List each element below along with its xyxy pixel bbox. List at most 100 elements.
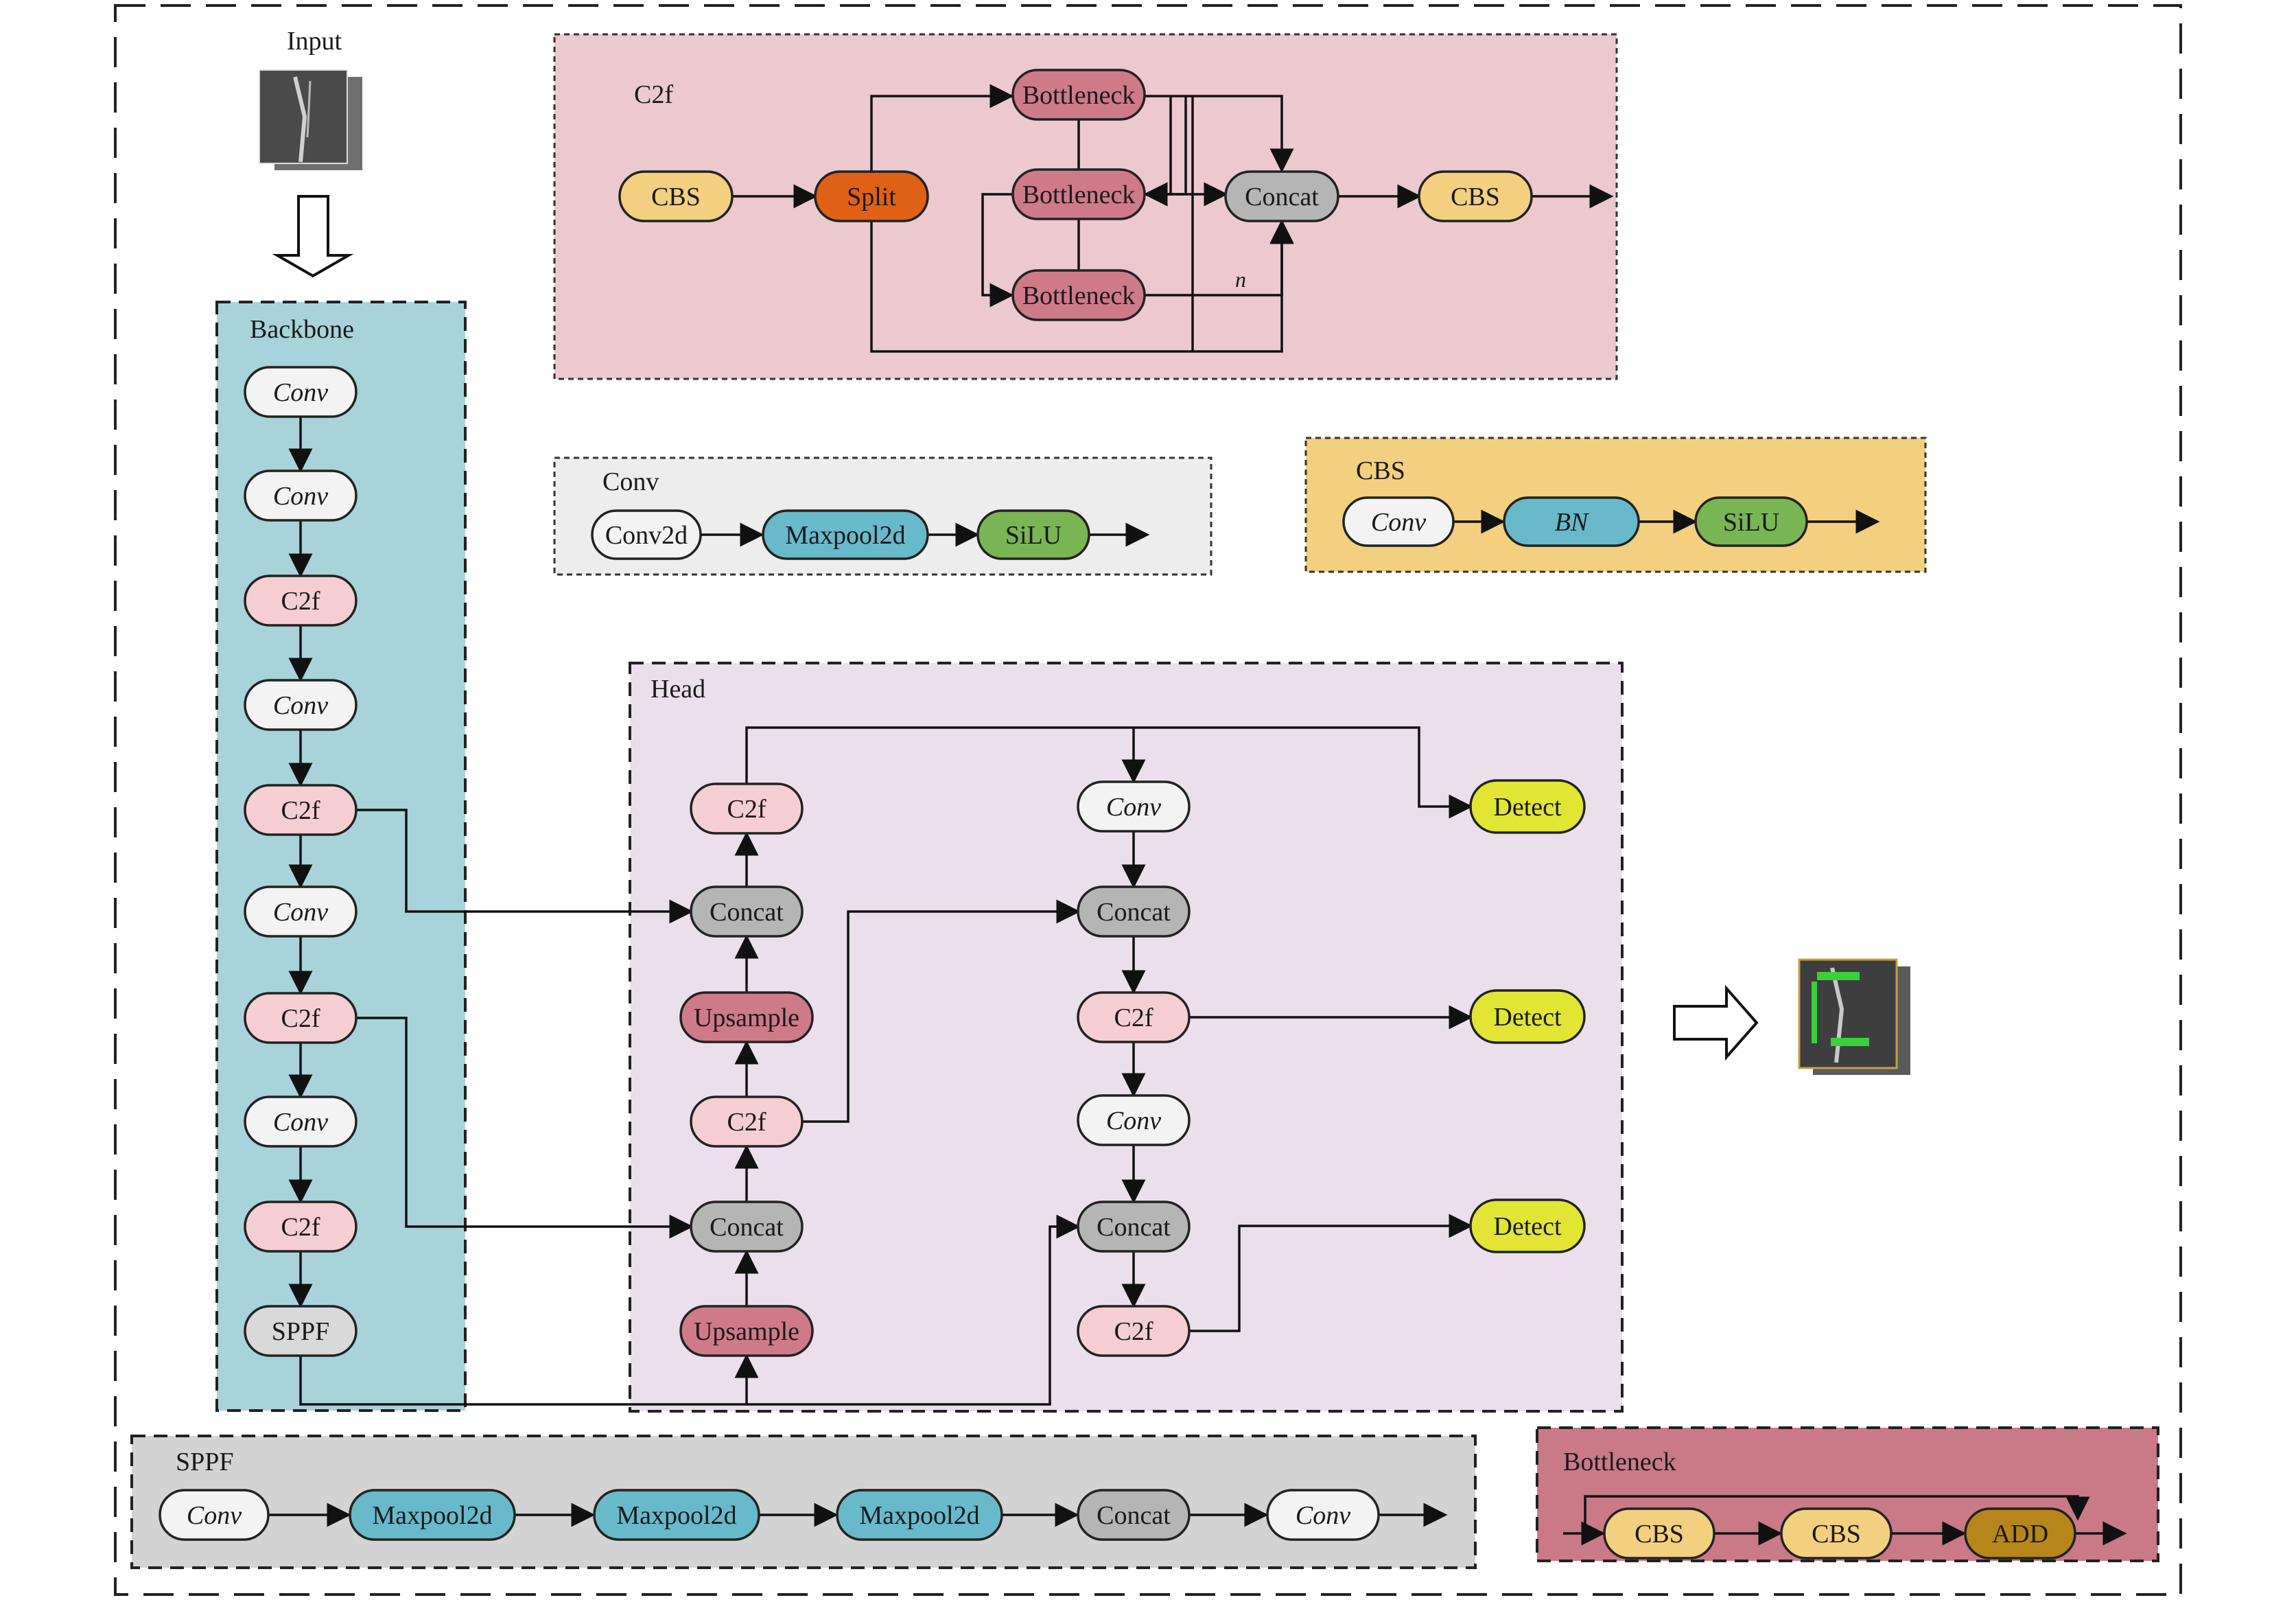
backbone-node-c2f-5: C2f <box>244 784 358 836</box>
head-right-conv-1: Conv <box>1077 780 1191 833</box>
conv-block-maxpool2d: Maxpool2d <box>762 509 929 560</box>
c2f-block-split: Split <box>814 170 929 222</box>
head-right-c2f-6: C2f <box>1077 1305 1191 1357</box>
bottleneck-block-cbs-2-label: CBS <box>1812 1520 1861 1549</box>
head-left-concat-5-label: Concat <box>710 1213 784 1242</box>
sppf-block-maxpool2d-3-label: Maxpool2d <box>616 1501 736 1530</box>
backbone-node-conv-4-label: Conv <box>273 691 328 720</box>
conv-block-conv2d: Conv2d <box>591 509 702 560</box>
head-right-c2f-3-label: C2f <box>1114 1004 1153 1032</box>
sppf-block-maxpool2d-3: Maxpool2d <box>593 1489 760 1541</box>
backbone-label: Backbone <box>250 315 354 344</box>
nodes: ConvConvC2fConvC2fConvC2fConvC2fSPPFC2fC… <box>159 69 2076 1560</box>
cbs-block-bn: BN <box>1503 496 1640 547</box>
c2f-repeat-label: n <box>1235 267 1246 292</box>
head-right-concat-5: Concat <box>1077 1201 1191 1253</box>
head-right-c2f-3: C2f <box>1077 991 1191 1043</box>
c2f-block-concat-label: Concat <box>1245 183 1319 211</box>
bottleneck-block-add-3-label: ADD <box>1992 1520 2048 1549</box>
detect-node-2: Detect <box>1469 989 1586 1044</box>
cbs-block-bn-label: BN <box>1555 508 1590 537</box>
head-left-c2f-4-label: C2f <box>727 1108 766 1137</box>
backbone-node-conv-2-label: Conv <box>273 482 328 511</box>
head-left-concat-2: Concat <box>690 885 804 938</box>
sppf-block-maxpool2d-2: Maxpool2d <box>349 1489 516 1541</box>
output-image <box>1798 958 1910 1075</box>
cbs-block-conv: Conv <box>1342 496 1455 547</box>
input-image <box>259 69 362 170</box>
c2f-block-bottleneck-3-label: Bottleneck <box>1022 281 1136 310</box>
backbone-node-conv-1-label: Conv <box>273 378 328 407</box>
sppf-to-upsample <box>299 1354 759 1406</box>
c2f-block-cbs-in: CBS <box>618 170 734 222</box>
sppf-label: SPPF <box>176 1448 234 1476</box>
backbone-node-c2f-3: C2f <box>244 575 358 627</box>
head-left-c2f-4: C2f <box>690 1095 804 1148</box>
detect-node-2-label: Detect <box>1493 1003 1562 1032</box>
bottleneck-skip <box>981 193 1014 308</box>
bottleneck-shortcut <box>1584 1495 2090 1533</box>
c2f-block-cbs-in-label: CBS <box>651 183 701 211</box>
head-right-c2f-6-label: C2f <box>1114 1317 1153 1346</box>
head-label: Head <box>651 675 705 704</box>
backbone-node-conv-2: Conv <box>244 469 358 522</box>
head-left-upsample-3: Upsample <box>679 991 814 1043</box>
backbone-node-c2f-7-label: C2f <box>281 1004 320 1033</box>
backbone-node-sppf-10-label: SPPF <box>272 1317 330 1346</box>
head-left-concat-5: Concat <box>690 1201 804 1253</box>
c2f-block-split-label: Split <box>847 183 896 211</box>
backbone-node-conv-8-label: Conv <box>273 1108 328 1137</box>
head-right-concat-2-label: Concat <box>1097 898 1171 927</box>
output-right-arrow <box>1673 984 1759 1061</box>
backbone-node-conv-4: Conv <box>244 679 358 731</box>
head-right-concat-2: Concat <box>1077 885 1191 938</box>
sppf-block-conv-6: Conv <box>1266 1489 1380 1541</box>
c2f-to-detect-1 <box>745 726 1473 819</box>
cbs-block-silu-label: SiLU <box>1723 508 1779 537</box>
head-left-c2f-1-label: C2f <box>727 795 766 824</box>
c2f-block-bottleneck-1-label: Bottleneck <box>1022 81 1136 110</box>
detect-node-1: Detect <box>1469 779 1586 834</box>
backbone-node-conv-1: Conv <box>244 366 358 418</box>
backbone-node-conv-6: Conv <box>244 885 358 938</box>
input-down-arrow <box>272 195 354 278</box>
c2f-block-concat: Concat <box>1224 170 1339 222</box>
head-left-upsample-6: Upsample <box>679 1305 814 1357</box>
split-to-bottleneck-1 <box>870 84 1014 172</box>
sppf-block-conv-6-label: Conv <box>1296 1501 1350 1530</box>
backbone-node-sppf-10: SPPF <box>244 1305 358 1357</box>
head-left-upsample-6-label: Upsample <box>694 1317 799 1346</box>
backbone-node-c2f-3-label: C2f <box>281 587 320 616</box>
bottleneck-block-cbs-2: CBS <box>1780 1507 1893 1560</box>
cbs-label: CBS <box>1356 456 1405 485</box>
conv-label: Conv <box>602 467 659 496</box>
backbone-node-c2f-9: C2f <box>244 1201 358 1253</box>
cbs-block-silu: SiLU <box>1694 496 1808 547</box>
connectors <box>268 84 2127 1546</box>
conv-block-conv2d-label: Conv2d <box>605 521 688 550</box>
c2f-to-detect-3 <box>1189 1214 1473 1332</box>
sppf-block-maxpool2d-2-label: Maxpool2d <box>372 1501 492 1530</box>
c2f-to-right-concat <box>802 899 1081 1123</box>
bottleneck-3-to-concat <box>1145 220 1294 297</box>
cbs-block-conv-label: Conv <box>1371 508 1426 537</box>
detect-node-1-label: Detect <box>1493 793 1562 822</box>
conv-block-maxpool2d-label: Maxpool2d <box>785 521 905 550</box>
c2f-block-bottleneck-1: Bottleneck <box>1011 69 1146 121</box>
head-left-c2f-1: C2f <box>690 782 804 835</box>
bottleneck-block-cbs-1-label: CBS <box>1635 1520 1684 1549</box>
backbone-node-c2f-7: C2f <box>244 992 358 1044</box>
detect-node-3-label: Detect <box>1493 1212 1562 1241</box>
sppf-block-concat-5-label: Concat <box>1097 1501 1171 1530</box>
backbone-node-conv-8: Conv <box>244 1095 358 1148</box>
input-label: Input <box>287 27 342 56</box>
c2f-block-cbs-out-label: CBS <box>1451 183 1500 211</box>
c2f-block-bottleneck-2-label: Bottleneck <box>1022 181 1136 209</box>
bottleneck-label: Bottleneck <box>1563 1448 1676 1476</box>
bottleneck-1-to-concat <box>1145 95 1294 173</box>
head-right-concat-5-label: Concat <box>1097 1213 1171 1242</box>
c2f-label: C2f <box>634 80 673 109</box>
sppf-to-right-concat <box>747 1214 1081 1406</box>
